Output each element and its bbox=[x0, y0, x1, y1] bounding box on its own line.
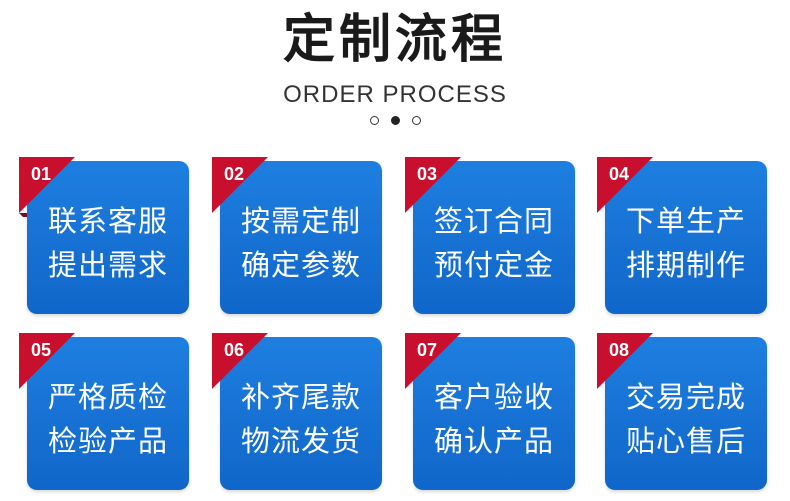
step-number: 03 bbox=[417, 164, 438, 184]
step-line-2: 确认产品 bbox=[433, 424, 554, 458]
step-text: 下单生产 排期制作 bbox=[605, 199, 767, 287]
step-number-tag: 05 bbox=[19, 333, 75, 389]
pager-dot-1[interactable] bbox=[369, 116, 379, 125]
step-number: 07 bbox=[417, 340, 438, 360]
step-text: 交易完成 贴心售后 bbox=[605, 375, 767, 463]
step-card-08: 08 交易完成 贴心售后 bbox=[597, 333, 767, 490]
step-line-2: 确定参数 bbox=[240, 248, 361, 282]
step-text: 联系客服 提出需求 bbox=[27, 199, 189, 287]
step-line-2: 预付定金 bbox=[433, 248, 554, 282]
step-number: 05 bbox=[31, 340, 52, 360]
pager-dot-2[interactable] bbox=[390, 116, 400, 125]
step-card-04: 04 下单生产 排期制作 bbox=[597, 157, 767, 314]
step-text: 签订合同 预付定金 bbox=[413, 199, 575, 287]
step-number-tag: 04 bbox=[597, 157, 653, 213]
step-line-1: 按需定制 bbox=[240, 204, 361, 238]
step-line-1: 交易完成 bbox=[625, 380, 746, 414]
step-card-05: 05 严格质检 检验产品 bbox=[19, 333, 189, 490]
step-text: 补齐尾款 物流发货 bbox=[220, 375, 382, 463]
page-subtitle: ORDER PROCESS bbox=[283, 81, 507, 108]
step-number: 01 bbox=[31, 164, 52, 184]
step-number-tag: 06 bbox=[212, 333, 268, 389]
step-card-01: 01 联系客服 提出需求 bbox=[19, 157, 189, 314]
step-number-tag: 07 bbox=[405, 333, 461, 389]
step-number: 02 bbox=[224, 164, 245, 184]
step-line-1: 补齐尾款 bbox=[240, 380, 361, 414]
step-number-tag: 08 bbox=[597, 333, 653, 389]
step-number-tag: 03 bbox=[405, 157, 461, 213]
step-number: 06 bbox=[224, 340, 245, 360]
step-line-1: 签订合同 bbox=[433, 204, 554, 238]
step-line-1: 客户验收 bbox=[433, 380, 554, 414]
step-number-tag: 02 bbox=[212, 157, 268, 213]
pager-dots bbox=[0, 116, 790, 125]
step-text: 客户验收 确认产品 bbox=[413, 375, 575, 463]
step-line-2: 贴心售后 bbox=[625, 424, 746, 458]
step-line-2: 检验产品 bbox=[47, 424, 168, 458]
step-number: 04 bbox=[609, 164, 630, 184]
step-line-1: 下单生产 bbox=[625, 204, 746, 238]
step-card-06: 06 补齐尾款 物流发货 bbox=[212, 333, 382, 490]
step-card-03: 03 签订合同 预付定金 bbox=[405, 157, 575, 314]
step-line-1: 联系客服 bbox=[47, 204, 168, 238]
step-card-02: 02 按需定制 确定参数 bbox=[212, 157, 382, 314]
step-line-1: 严格质检 bbox=[47, 380, 168, 414]
step-line-2: 排期制作 bbox=[625, 248, 746, 282]
page-title: 定制流程 bbox=[282, 10, 507, 70]
step-text: 按需定制 确定参数 bbox=[220, 199, 382, 287]
step-card-07: 07 客户验收 确认产品 bbox=[405, 333, 575, 490]
step-line-2: 物流发货 bbox=[240, 424, 361, 458]
pager-dot-3[interactable] bbox=[411, 116, 421, 125]
step-text: 严格质检 检验产品 bbox=[27, 375, 189, 463]
step-number-tag: 01 bbox=[19, 157, 75, 217]
step-number: 08 bbox=[609, 340, 630, 360]
step-line-2: 提出需求 bbox=[47, 248, 168, 282]
